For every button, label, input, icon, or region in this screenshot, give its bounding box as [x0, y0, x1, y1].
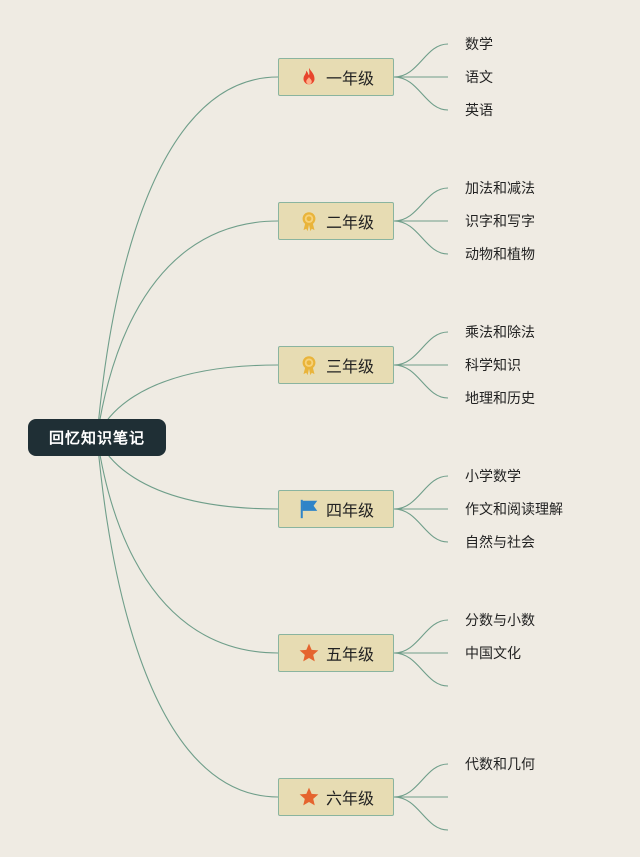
root-node-label: 回忆知识笔记: [48, 429, 145, 447]
grade-node-label: 五年级: [325, 645, 374, 664]
grade-node-label: 六年级: [325, 789, 374, 808]
topic-node[interactable]: 地理和历史: [465, 391, 535, 407]
topic-node[interactable]: 自然与社会: [465, 535, 535, 551]
branch-connector: [393, 652, 449, 687]
grade-node-5[interactable]: 五年级: [278, 634, 394, 672]
topic-node[interactable]: 识字和写字: [465, 214, 535, 230]
grade-node-label: 二年级: [325, 213, 374, 232]
flag-icon: [298, 498, 320, 520]
grade-node-6[interactable]: 六年级: [278, 778, 394, 816]
grade-node-4[interactable]: 四年级: [278, 490, 394, 528]
root-connector: [96, 220, 279, 438]
root-node[interactable]: 回忆知识笔记: [28, 419, 166, 456]
branch-connector: [393, 43, 449, 78]
topic-node[interactable]: 分数与小数: [465, 613, 535, 629]
branch-connector: [393, 475, 449, 510]
star-icon: [298, 786, 320, 808]
grade-node-3[interactable]: 三年级: [278, 346, 394, 384]
branch-connector: [393, 220, 449, 255]
topic-node[interactable]: 作文和阅读理解: [465, 502, 563, 518]
topic-node[interactable]: 加法和减法: [465, 181, 535, 197]
grade-node-label: 四年级: [325, 501, 374, 520]
root-connector: [96, 76, 279, 438]
topic-node[interactable]: 数学: [465, 37, 493, 53]
grade-node-label: 一年级: [325, 69, 374, 88]
branch-connector: [393, 619, 449, 654]
branch-connector: [393, 364, 449, 399]
root-connector: [96, 436, 279, 798]
medal-icon: [298, 354, 320, 376]
star-icon: [298, 642, 320, 664]
flame-icon: [298, 66, 320, 88]
branch-connector: [393, 763, 449, 798]
grade-node-1[interactable]: 一年级: [278, 58, 394, 96]
branch-connector: [393, 187, 449, 222]
grade-node-label: 三年级: [325, 357, 374, 376]
grade-node-2[interactable]: 二年级: [278, 202, 394, 240]
branch-connector: [393, 508, 449, 543]
topic-node[interactable]: 中国文化: [465, 646, 521, 662]
branch-connector: [393, 796, 449, 831]
topic-node[interactable]: 小学数学: [465, 469, 521, 485]
topic-node[interactable]: 科学知识: [465, 358, 521, 374]
topic-node[interactable]: 代数和几何: [465, 757, 535, 773]
topic-node[interactable]: 英语: [465, 103, 493, 119]
root-connector: [96, 436, 279, 654]
topic-node[interactable]: 乘法和除法: [465, 325, 535, 341]
branch-connector: [393, 76, 449, 111]
topic-node[interactable]: 语文: [465, 70, 493, 86]
branch-connector: [393, 331, 449, 366]
topic-node[interactable]: 动物和植物: [465, 247, 535, 263]
medal-icon: [298, 210, 320, 232]
